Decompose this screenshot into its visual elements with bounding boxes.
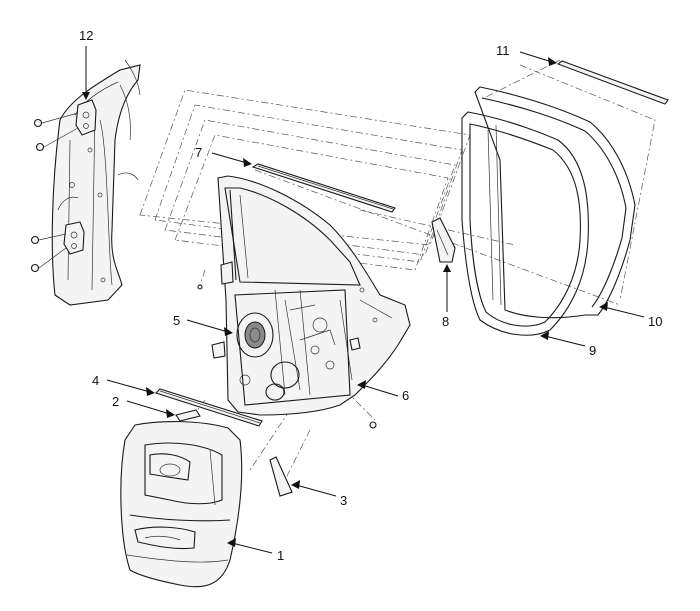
delta-cover: [269, 456, 293, 497]
assembly-guide-lines: [139, 59, 656, 481]
callout-7-label: 7: [195, 145, 202, 160]
callout-11: 11: [496, 43, 557, 66]
callout-9: 9: [540, 331, 596, 358]
hinge-bolts: [30, 112, 79, 273]
roof-drip-strip: [556, 60, 669, 105]
callout-3-label: 3: [340, 493, 347, 508]
callout-9-label: 9: [589, 343, 596, 358]
upper-hinge: [75, 99, 97, 136]
callout-2-label: 2: [112, 394, 119, 409]
callout-8: 8: [442, 264, 451, 329]
door-trim-panel: [120, 421, 243, 588]
callout-6: 6: [357, 380, 409, 403]
door-frame: [211, 175, 411, 416]
body-pillar: [51, 59, 141, 306]
callout-6-label: 6: [402, 388, 409, 403]
belt-weatherstrip: [154, 388, 263, 427]
lower-hinge: [63, 221, 85, 255]
callout-4-label: 4: [92, 373, 99, 388]
door-weatherstrip: [461, 111, 589, 336]
glass-run-upper-strip: [251, 163, 396, 213]
rear-corner-trim: [431, 217, 456, 263]
callout-2: 2: [112, 394, 175, 418]
callout-1: 1: [227, 538, 284, 563]
callout-1-label: 1: [277, 548, 284, 563]
callout-3: 3: [291, 480, 347, 508]
trim-clip: [175, 409, 201, 422]
callout-10-label: 10: [648, 314, 662, 329]
callout-5: 5: [173, 313, 233, 336]
callout-5-label: 5: [173, 313, 180, 328]
callout-11-label: 11: [496, 43, 510, 58]
callout-4: 4: [92, 373, 155, 396]
callout-10: 10: [599, 302, 662, 329]
callout-8-label: 8: [442, 314, 449, 329]
callout-12-label: 12: [79, 28, 93, 43]
body-weatherstrip: [474, 86, 636, 319]
callout-12: 12: [79, 28, 93, 100]
callout-7: 7: [195, 145, 252, 167]
